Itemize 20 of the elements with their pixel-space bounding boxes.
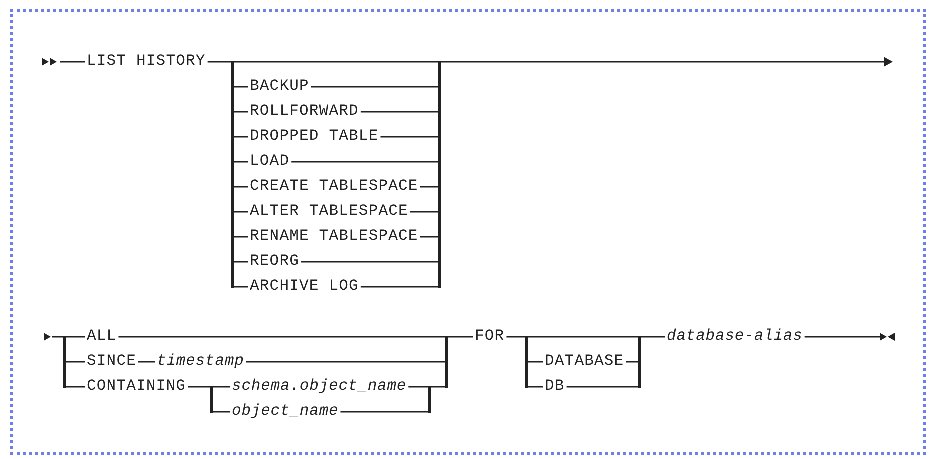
syntax-keyword: REORG: [250, 252, 300, 270]
syntax-keyword: FOR: [475, 327, 505, 345]
syntax-keyword: SINCE: [87, 352, 137, 370]
syntax-keyword: LOAD: [250, 152, 290, 170]
syntax-keyword: RENAME TABLESPACE: [250, 227, 418, 245]
syntax-keyword: DB: [545, 377, 565, 395]
syntax-keyword: DROPPED TABLE: [250, 127, 379, 145]
syntax-variable: object_name: [232, 402, 339, 420]
syntax-keyword: CREATE TABLESPACE: [250, 177, 418, 195]
syntax-keyword: ALL: [87, 327, 117, 345]
syntax-variable: timestamp: [157, 352, 244, 370]
syntax-variable: schema.object_name: [232, 377, 407, 395]
syntax-keyword: DATABASE: [545, 352, 624, 370]
syntax-keyword: ARCHIVE LOG: [250, 277, 359, 295]
syntax-keyword: BACKUP: [250, 77, 310, 95]
syntax-keyword: CONTAINING: [87, 377, 186, 395]
syntax-variable: database-alias: [667, 327, 803, 345]
syntax-keyword: ALTER TABLESPACE: [250, 202, 408, 220]
syntax-keyword: ROLLFORWARD: [250, 102, 359, 120]
syntax-keyword: LIST HISTORY: [87, 52, 206, 70]
